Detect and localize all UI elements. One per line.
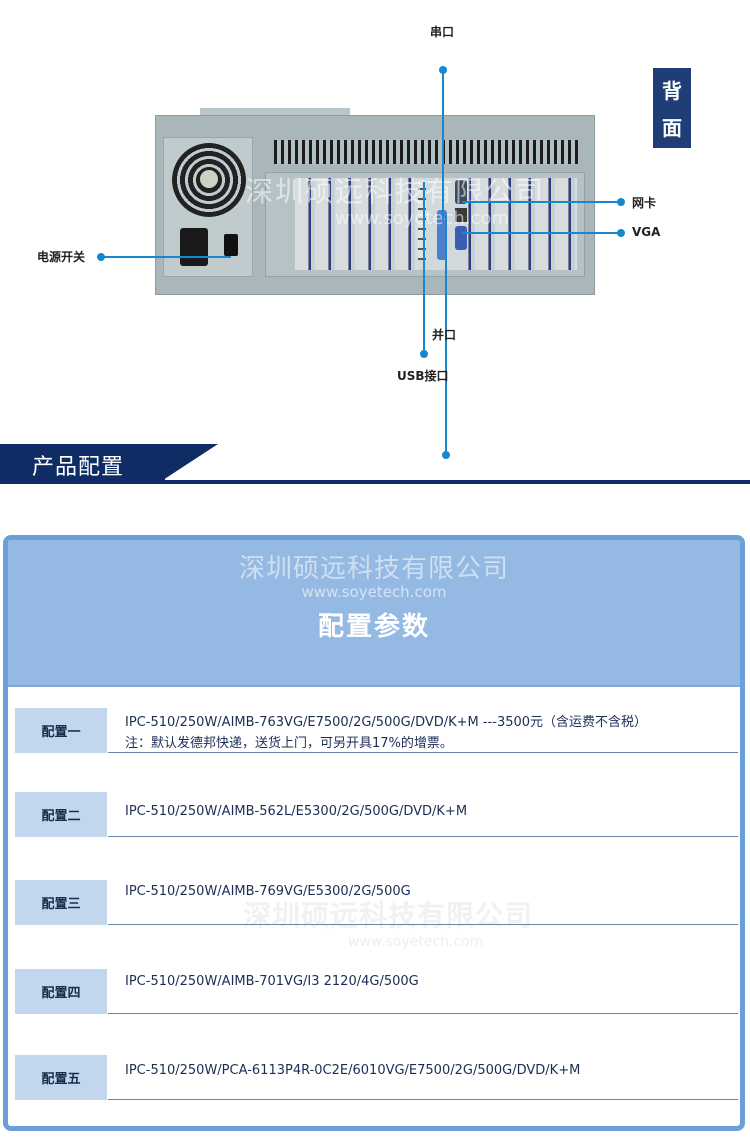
callout-usb-label: USB接口 [397, 369, 449, 383]
config-row-label: 配置四 [15, 969, 107, 1014]
badge-char-2: 面 [662, 116, 682, 140]
row-divider [108, 924, 738, 925]
callout-power-label: 电源开关 [37, 250, 86, 264]
chassis-top-edge [200, 108, 350, 116]
watermark-company: 深圳硕远科技有限公司 [245, 175, 546, 208]
config-row-label: 配置二 [15, 792, 107, 837]
vent-grille [274, 140, 579, 164]
section-title: 产品配置 [32, 455, 125, 480]
callout-serial-label: 串口 [430, 25, 455, 39]
config-panel: 深圳硕远科技有限公司 www.soyetech.com 配置参数 深圳硕远科技有… [3, 535, 745, 1131]
panel-watermark-company-faded: 深圳硕远科技有限公司 [243, 899, 534, 932]
vga-port-icon [455, 226, 467, 250]
callout-lan-dot [617, 198, 625, 206]
callout-vga-label: VGA [632, 225, 661, 239]
rear-panel-hero: 深圳硕远科技有限公司 www.soyetech.com 串口 网卡 VGA 电源… [0, 0, 750, 459]
section-tab [0, 444, 165, 480]
callout-power-line [101, 256, 231, 258]
config-row-spec: IPC-510/250W/AIMB-701VG/I3 2120/4G/500G [125, 974, 419, 989]
callout-usb-dot [420, 350, 428, 358]
serial-port-icon [455, 180, 467, 204]
config-row-note: 注：默认发德邦快递，送货上门，可另开具17%的增票。 [125, 736, 453, 751]
parallel-port-icon [437, 210, 447, 260]
panel-watermark-url: www.soyetech.com [301, 583, 447, 601]
panel-header: 深圳硕远科技有限公司 www.soyetech.com 配置参数 [8, 540, 740, 687]
power-inlet-icon [180, 228, 208, 266]
config-row-spec: IPC-510/250W/PCA-6113P4R-0C2E/6010VG/E75… [125, 1063, 581, 1078]
panel-title: 配置参数 [317, 612, 430, 642]
rear-view-badge: 背 面 [653, 68, 691, 148]
callout-vga-line [462, 232, 622, 234]
config-row-5: 配置五 IPC-510/250W/PCA-6113P4R-0C2E/6010VG… [8, 1055, 740, 1100]
badge-char-1: 背 [662, 79, 682, 103]
lan-port-icon [455, 208, 467, 222]
config-row-1: 配置一 IPC-510/250W/AIMB-763VG/E7500/2G/500… [8, 708, 740, 753]
callout-parallel-dot [442, 451, 450, 459]
config-row-spec: IPC-510/250W/AIMB-562L/E5300/2G/500G/DVD… [125, 804, 468, 819]
row-divider [108, 1099, 738, 1100]
callout-lan-line [462, 201, 622, 203]
usb-ports-icon [418, 180, 426, 260]
fan-hub [200, 170, 218, 188]
section-rule [0, 480, 750, 484]
section-header-product-config: 产品配置 [0, 444, 750, 486]
callout-parallel-line [445, 215, 447, 455]
config-row-spec: IPC-510/250W/AIMB-769VG/E5300/2G/500G [125, 884, 411, 899]
config-row-label: 配置五 [15, 1055, 107, 1100]
config-row-2: 配置二 IPC-510/250W/AIMB-562L/E5300/2G/500G… [8, 792, 740, 837]
row-divider [108, 1013, 738, 1014]
callout-parallel-label: 并口 [432, 328, 457, 342]
panel-watermark-url-faded: www.soyetech.com [348, 934, 484, 950]
config-row-spec: IPC-510/250W/AIMB-763VG/E7500/2G/500G/DV… [125, 715, 648, 730]
config-row-label: 配置三 [15, 880, 107, 925]
config-row-label: 配置一 [15, 708, 107, 753]
callout-serial-line [442, 70, 444, 220]
row-divider [108, 752, 738, 753]
callout-vga-dot [617, 229, 625, 237]
row-divider [108, 836, 738, 837]
watermark-url: www.soyetech.com [335, 208, 509, 229]
config-row-4: 配置四 IPC-510/250W/AIMB-701VG/I3 2120/4G/5… [8, 969, 740, 1014]
power-switch-icon [224, 234, 238, 256]
panel-watermark-company: 深圳硕远科技有限公司 [238, 554, 509, 584]
callout-lan-label: 网卡 [632, 196, 657, 210]
section-tab-slope [163, 444, 218, 480]
callout-usb-line [423, 182, 425, 352]
config-row-3: 配置三 IPC-510/250W/AIMB-769VG/E5300/2G/500… [8, 880, 740, 925]
